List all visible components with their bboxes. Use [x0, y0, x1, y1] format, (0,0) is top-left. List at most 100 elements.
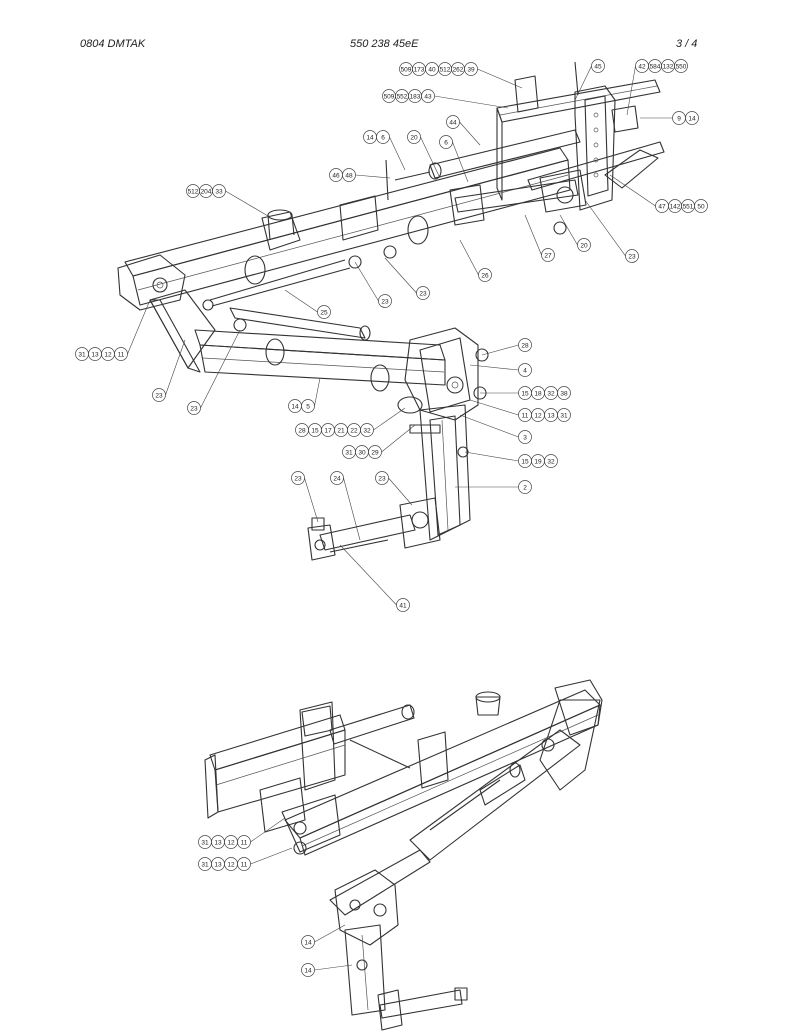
- callout-label: 48: [345, 172, 353, 179]
- leader-line: [477, 68, 523, 89]
- leader-line: [225, 190, 269, 217]
- callout-bubble: [416, 286, 430, 300]
- callout-label: 23: [294, 475, 302, 482]
- callout-bubble: [421, 89, 435, 103]
- callout-label: 262: [453, 66, 464, 73]
- callout-label: 23: [190, 405, 198, 412]
- callout-bubble: [301, 963, 315, 977]
- callout-bubble: [685, 111, 699, 125]
- vertical-column: [399, 404, 471, 549]
- callout-label: 13: [214, 861, 222, 868]
- leader-line: [459, 239, 479, 276]
- callout-bubble: [237, 857, 251, 871]
- callout-label: 12: [227, 839, 235, 846]
- leader-line: [459, 121, 481, 146]
- callout-label: 23: [378, 475, 386, 482]
- leader-line: [314, 924, 346, 943]
- leader-line: [250, 817, 286, 843]
- leader-line: [524, 214, 542, 256]
- callout-bubble: [396, 598, 410, 612]
- callout-bubble: [591, 59, 605, 73]
- callout-label: 512: [188, 188, 199, 195]
- callout-label: 552: [397, 93, 408, 100]
- callout-group: 2: [455, 480, 532, 494]
- callout-label: 15: [521, 458, 529, 465]
- callout-label: 11: [241, 839, 248, 846]
- leader-line: [354, 261, 379, 302]
- leader-line: [388, 477, 413, 506]
- callout-group: 14: [301, 963, 353, 977]
- leader-line: [559, 214, 578, 246]
- callout-label: 2: [523, 484, 527, 491]
- leader-line: [250, 847, 293, 865]
- callout-label: 32: [363, 427, 371, 434]
- callout-label: 31: [201, 839, 209, 846]
- callout-label: 23: [419, 290, 427, 297]
- callout-group: 20: [407, 130, 441, 179]
- callout-bubble: [317, 305, 331, 319]
- knuckle-joint: [397, 327, 489, 421]
- callout-label: 43: [424, 93, 432, 100]
- leader-line: [355, 174, 391, 179]
- callout-bubble: [694, 199, 708, 213]
- callout-label: 28: [298, 427, 306, 434]
- callout-label: 30: [358, 449, 366, 456]
- callout-bubble: [330, 471, 344, 485]
- callout-bubble: [464, 62, 478, 76]
- lower-main-boom: [281, 679, 603, 856]
- callout-bubble: [557, 386, 571, 400]
- callout-label: 204: [201, 188, 212, 195]
- callout-label: 14: [304, 939, 312, 946]
- mounting-frame: [496, 61, 665, 211]
- callout-label: 3: [523, 434, 527, 441]
- callout-label: 28: [521, 342, 529, 349]
- callout-group: 44: [446, 115, 481, 146]
- leader-line: [452, 141, 469, 183]
- callout-group: 25: [284, 289, 331, 319]
- callout-group: 23: [187, 329, 241, 415]
- callout-group: 14: [301, 924, 346, 949]
- callout-label: 21: [337, 427, 345, 434]
- leader-line: [459, 414, 519, 438]
- callout-label: 23: [155, 392, 163, 399]
- callout-bubble: [446, 115, 460, 129]
- callout-label: 33: [215, 188, 223, 195]
- callout-bubble: [301, 935, 315, 949]
- leader-line: [469, 364, 519, 371]
- callout-group: 41: [339, 544, 410, 612]
- callout-group: 23: [354, 261, 392, 308]
- callout-label: 31: [78, 351, 86, 358]
- leader-line: [343, 477, 361, 541]
- leader-line: [127, 299, 151, 355]
- lower-knuckle-and-column: [334, 869, 468, 1031]
- leader-line: [469, 399, 519, 416]
- leader-line: [314, 964, 353, 971]
- callout-bubble: [674, 59, 688, 73]
- callout-label: 9: [677, 115, 681, 122]
- leader-line: [574, 65, 592, 101]
- callout-label: 40: [428, 66, 436, 73]
- callout-label: 173: [414, 66, 425, 73]
- upper-boom: [117, 147, 571, 311]
- callout-label: 31: [560, 412, 568, 419]
- callout-label: 44: [449, 119, 457, 126]
- callout-label: 12: [227, 861, 235, 868]
- leader-line: [434, 95, 509, 109]
- callout-label: 12: [534, 412, 542, 419]
- callout-label: 23: [628, 253, 636, 260]
- upper-cylinder: [385, 129, 587, 235]
- callout-label: 6: [444, 139, 448, 146]
- callout-label: 6: [381, 134, 385, 141]
- callout-bubble: [152, 388, 166, 402]
- leader-line: [609, 174, 656, 207]
- callout-label: 27: [544, 252, 552, 259]
- callout-group: 23: [152, 339, 186, 402]
